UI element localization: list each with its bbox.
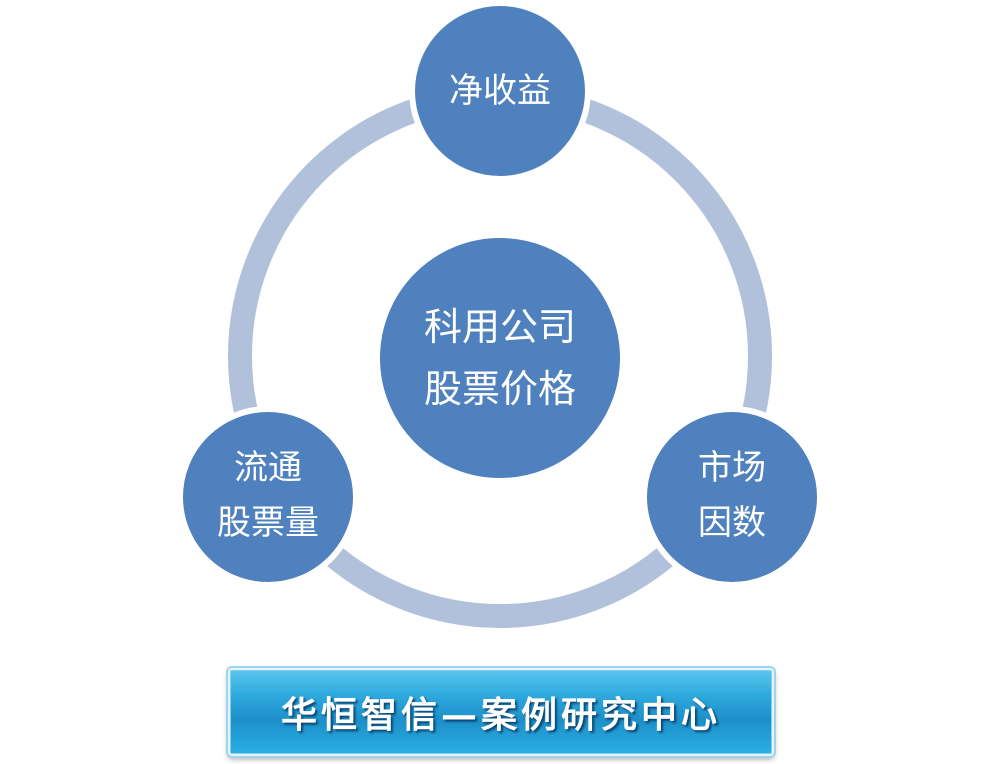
center-node-label-line-2: 股票价格 (424, 367, 576, 411)
top-node-circle (409, 0, 591, 182)
footer-banner: 华恒智信—案例研究中心 (228, 668, 774, 756)
top-node-label: 净收益 (449, 71, 551, 111)
right-node-circle (641, 406, 823, 588)
right-node-label-line-2: 因数 (698, 503, 766, 543)
right-node: 市场 因数 (641, 406, 823, 588)
left-node-circle (177, 406, 359, 588)
left-node: 流通 股票量 (177, 406, 359, 588)
left-node-label-line-1: 流通 (234, 448, 302, 488)
left-node-label-line-2: 股票量 (217, 503, 319, 543)
right-node-label-line-1: 市场 (698, 448, 766, 488)
banner-text: 华恒智信—案例研究中心 (280, 694, 721, 736)
center-node-label-line-1: 科用公司 (424, 305, 576, 349)
center-node: 科用公司 股票价格 (374, 232, 626, 484)
center-node-circle (374, 232, 626, 484)
top-node: 净收益 (409, 0, 591, 182)
